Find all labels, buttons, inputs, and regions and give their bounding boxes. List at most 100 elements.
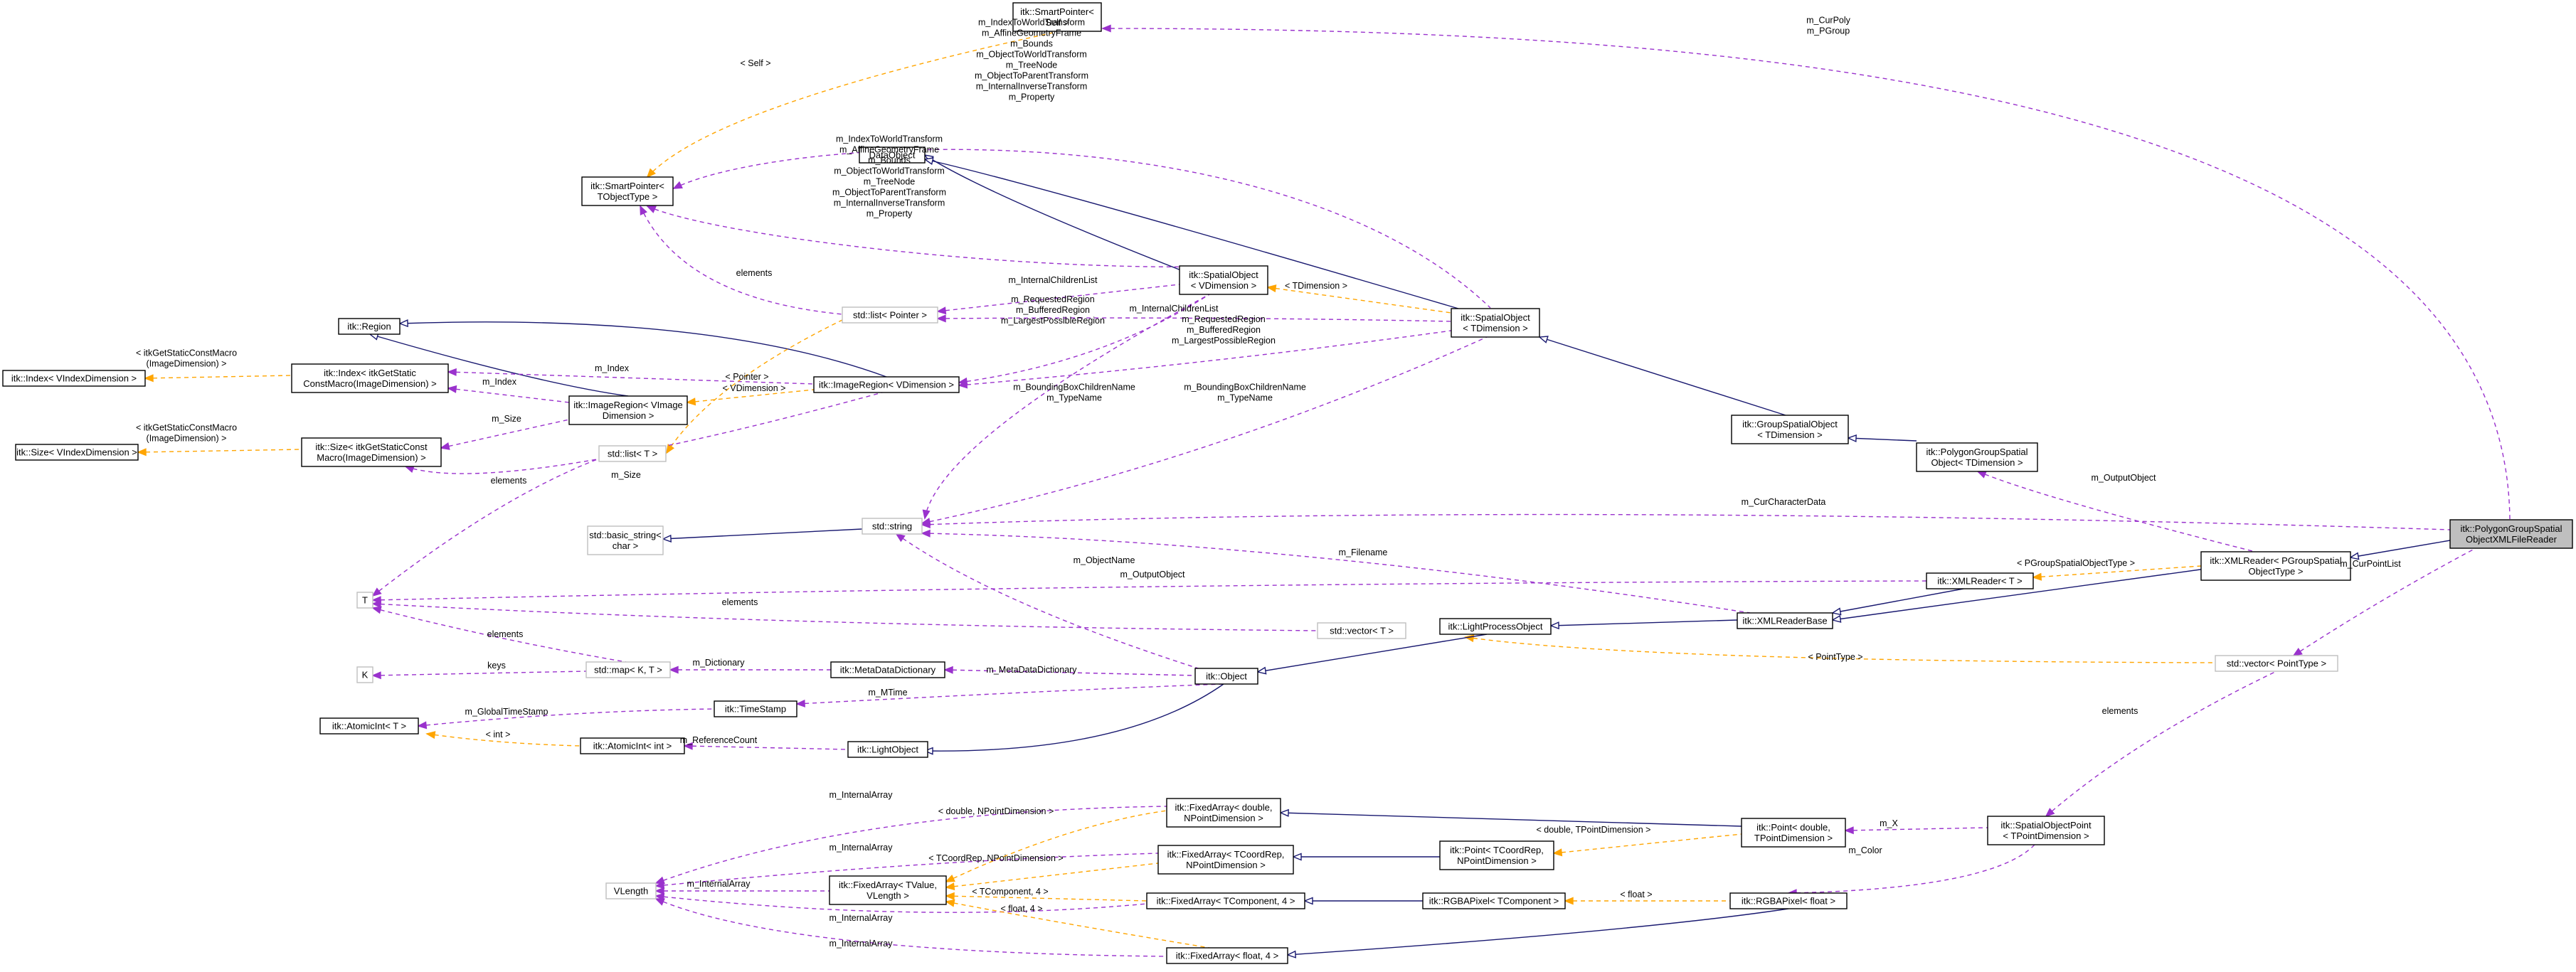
edge-label-int: < int > [486,730,511,739]
edge-arrowhead [1552,848,1563,857]
node-stdvector-t[interactable]: std::vector< T > [1317,622,1406,639]
node-label: itk::SmartPointer<TObjectType > [590,181,664,202]
edge-arrowhead [440,442,450,450]
node-point-double[interactable]: itk::Point< double,TPointDimension > [1741,818,1846,848]
node-lightobject[interactable]: itk::LightObject [847,741,928,758]
edge-T-to-xmlreader_t [371,580,1927,604]
edge-arrowhead [447,368,457,376]
node-spatialobject-t[interactable]: itk::SpatialObject< TDimension > [1451,308,1540,338]
node-rgba-float[interactable]: itk::RGBAPixel< float > [1729,892,1848,909]
edge-label-m_size: m_Size [492,414,521,424]
edge-arrowhead [1256,666,1267,675]
edge-fixedarray_float-to-rgba_float [1286,908,1789,958]
node-dataobject[interactable]: DataObject [859,146,926,164]
edge-arrowhead [1564,897,1574,905]
node-timestamp[interactable]: itk::TimeStamp [714,700,797,717]
node-smartpointer-tobj[interactable]: itk::SmartPointer<TObjectType > [581,176,674,206]
node-fixedarray-tcomp[interactable]: itk::FixedArray< TComponent, 4 > [1146,892,1305,909]
node-index-vindex[interactable]: itk::Index< VIndexDimension > [2,370,146,387]
edge-K-to-stdmap [371,671,587,680]
edge-label-itkget_size: < itkGetStaticConstMacro(ImageDimension)… [136,423,237,444]
edge-atomicint_t-to-timestamp [417,708,715,730]
edge-arrowhead [654,898,665,906]
node-spatialobject-v[interactable]: itk::SpatialObject< VDimension > [1179,265,1268,295]
node-label: itk::FixedArray< double,NPointDimension … [1175,802,1273,823]
edge-xmlreader_t-to-xmlreader_pg [2032,565,2202,581]
edge-xmlreader_pg-to-polyxml [2349,540,2451,560]
edge-point_tcoord-to-point_double [1552,833,1742,857]
edge-arrowhead [2045,808,2055,818]
node-fixedarray-float[interactable]: itk::FixedArray< float, 4 > [1166,947,1288,964]
node-point-tcoord[interactable]: itk::Point< TCoordRep,NPointDimension > [1439,840,1554,870]
edge-label-tcomp4: < TComponent, 4 > [972,887,1048,897]
node-label: VLength [614,886,648,897]
node-label: itk::SmartPointer<Self > [1020,6,1094,28]
node-itkobject[interactable]: itk::Object [1194,668,1258,685]
node-atomicint-t[interactable]: itk::AtomicInt< T > [319,717,419,735]
edge-dataobject-to-spatialobject_t [923,157,1459,309]
edge-smartpointer_tobj-to-spatialobject_v [646,205,1210,268]
node-label: itk::GroupSpatialObject< TDimension > [1742,419,1838,440]
node-spatialobjectpoint[interactable]: itk::SpatialObjectPoint< TPointDimension… [1987,816,2105,845]
edge-arrowhead [144,374,154,383]
node-label: itk::FixedArray< TComponent, 4 > [1157,896,1295,907]
node-label: itk::FixedArray< TCoordRep,NPointDimensi… [1167,849,1285,870]
node-rgba-tcomp[interactable]: itk::RGBAPixel< TComponent > [1422,892,1566,909]
node-stdlist-t[interactable]: std::list< T > [598,445,667,462]
edge-itkobject-to-lightprocessobject [1256,634,1488,675]
node-groupspatial[interactable]: itk::GroupSpatialObject< TDimension > [1731,415,1849,444]
edge-rgba_float-to-spatialobjectpoint [1787,844,2035,897]
node-label: std::list< Pointer > [853,310,927,321]
node-xmlreader-t[interactable]: itk::XMLReader< T > [1926,572,2034,589]
node-lightprocessobject[interactable]: itk::LightProcessObject [1439,618,1552,635]
node-std-string[interactable]: std::string [862,518,923,535]
node-stdvector-pointtype[interactable]: std::vector< PointType > [2215,655,2338,672]
edge-arrowhead [936,306,947,315]
edge-arrowhead [1266,284,1277,293]
node-size-vindex[interactable]: itk::Size< VIndexDimension > [15,444,139,461]
node-xmlreaderbase[interactable]: itk::XMLReaderBase [1737,612,1833,629]
edge-T-to-stdmap [371,606,627,663]
node-fixedarray-tcoord[interactable]: itk::FixedArray< TCoordRep,NPointDimensi… [1157,845,1294,875]
edge-label-vdimension: < VDimension > [723,383,786,393]
node-metadatadictionary[interactable]: itk::MetaDataDictionary [830,661,945,678]
edge-T-to-stdvector_t [371,600,1318,631]
node-label: DataObject [869,150,915,161]
edge-stdlist_pointer-to-spatialobject_t [936,314,1452,323]
node-label: itk::FixedArray< TValue,VLength > [839,880,937,901]
node-imageregion-vdim[interactable]: itk::ImageRegion< VDimension > [813,376,960,393]
edge-fixedarray_tvalue-to-fixedarray_double [945,810,1167,882]
node-K[interactable]: K [356,666,373,683]
node-atomicint-int[interactable]: itk::AtomicInt< int > [580,737,685,754]
node-fixedarray-tvalue[interactable]: itk::FixedArray< TValue,VLength > [829,875,947,905]
edge-label-itkget_index: < itkGetStaticConstMacro(ImageDimension)… [136,348,237,369]
node-vlength[interactable]: VLength [605,882,657,899]
node-fixedarray-double[interactable]: itk::FixedArray< double,NPointDimension … [1166,798,1281,828]
edge-arrowhead [417,721,428,730]
edge-vlength-to-fixedarray_float [654,898,1167,957]
node-stdmap[interactable]: std::map< K, T > [585,661,671,678]
edge-label-ia_tcoord: m_InternalArray [829,843,894,853]
edge-arrowhead [1976,471,1987,479]
edge-label-m_referencecount: m_ReferenceCount [680,735,758,745]
edge-arrowhead [1286,950,1297,958]
node-region[interactable]: itk::Region [338,318,401,335]
edge-xmlreaderbase-to-xmlreader_pg [1831,568,2206,623]
node-T[interactable]: T [356,592,373,609]
node-smartpointer-self[interactable]: itk::SmartPointer<Self > [1012,2,1102,32]
node-stdlist-pointer[interactable]: std::list< Pointer > [842,306,938,324]
edge-arrowhead [654,881,665,890]
node-std-basic-string[interactable]: std::basic_string<char > [587,525,664,555]
edge-arrowhead [943,666,953,674]
